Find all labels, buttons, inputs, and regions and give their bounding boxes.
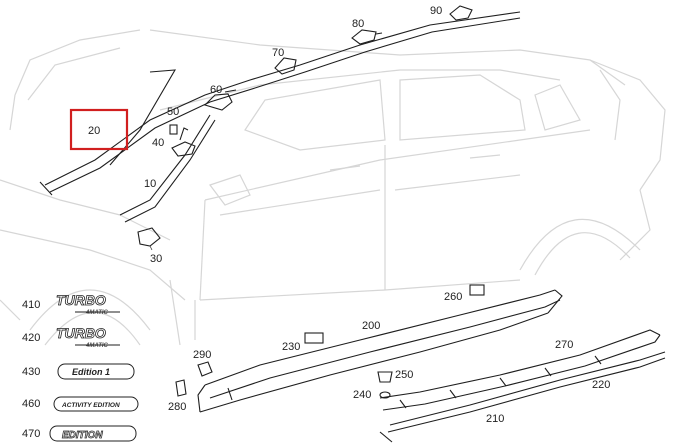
clip-30 xyxy=(137,227,161,251)
callout-40: 40 xyxy=(152,137,164,149)
badge-470: 470 EDITION xyxy=(22,425,137,442)
callout-30: 30 xyxy=(150,253,162,265)
clip-290 xyxy=(197,361,213,377)
clip-50 xyxy=(169,124,178,135)
badge-text-410: TURBO xyxy=(56,292,106,308)
badge-number-410: 410 xyxy=(22,299,40,311)
clip-250 xyxy=(377,371,393,383)
badge-subtext-410: 4MATIC xyxy=(85,310,109,316)
sill-strip-part xyxy=(379,351,666,443)
callout-200: 200 xyxy=(362,320,380,332)
callout-80: 80 xyxy=(352,18,364,30)
side-sill-part xyxy=(197,289,563,413)
callout-230: 230 xyxy=(282,341,300,353)
callout-290: 290 xyxy=(193,349,211,361)
clip-260 xyxy=(469,284,485,296)
badge-subtext-420: 4MATIC xyxy=(85,343,109,349)
callout-260: 260 xyxy=(444,291,462,303)
callout-240: 240 xyxy=(353,389,371,401)
callout-50: 50 xyxy=(167,106,179,118)
badge-number-470: 470 xyxy=(22,428,40,440)
roof-molding-part xyxy=(39,11,521,223)
badge-420: 420 TURBO 4MATIC xyxy=(22,325,120,349)
clip-70 xyxy=(274,57,297,75)
badge-text-420: TURBO xyxy=(56,325,106,341)
badge-text-470: EDITION xyxy=(62,430,103,441)
badge-text-460: ACTIVITY EDITION xyxy=(61,402,120,409)
sill-trim-part xyxy=(379,329,661,411)
badge-text-430: Edition 1 xyxy=(72,367,110,377)
clip-80 xyxy=(351,29,383,45)
badge-number-420: 420 xyxy=(22,332,40,344)
callout-210: 210 xyxy=(486,413,504,425)
callout-60: 60 xyxy=(210,84,222,96)
callout-10: 10 xyxy=(144,178,156,190)
badge-number-430: 430 xyxy=(22,366,40,378)
clip-60 xyxy=(203,89,237,111)
callout-220: 220 xyxy=(592,379,610,391)
clip-240 xyxy=(379,391,391,399)
clip-40 xyxy=(171,127,196,157)
callout-20: 20 xyxy=(88,125,100,137)
callout-280: 280 xyxy=(168,401,186,413)
callout-250: 250 xyxy=(395,369,413,381)
callout-270: 270 xyxy=(555,339,573,351)
callout-70: 70 xyxy=(272,47,284,59)
badge-460: 460 ACTIVITY EDITION xyxy=(22,396,139,412)
car-body-outline xyxy=(0,29,666,346)
badge-number-460: 460 xyxy=(22,398,40,410)
badge-410: 410 TURBO 4MATIC xyxy=(22,292,120,316)
highlight-box xyxy=(69,108,129,151)
clip-90 xyxy=(449,5,473,21)
clip-280 xyxy=(175,379,187,397)
badge-430: 430 Edition 1 xyxy=(22,363,135,380)
clip-230 xyxy=(304,332,324,344)
callout-90: 90 xyxy=(430,5,442,17)
